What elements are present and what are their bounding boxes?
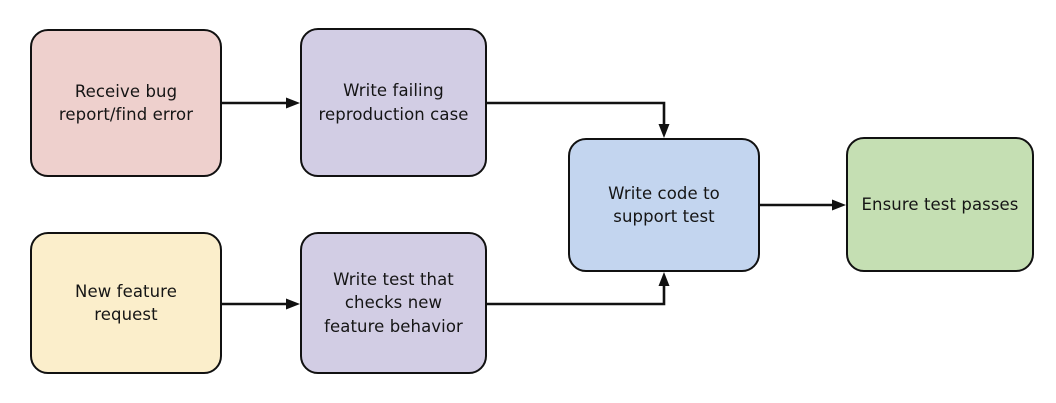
connector-write-code-to-ensure-test-passes	[760, 199, 846, 211]
node-write-code-to-support-test[interactable]: Write code to support test	[568, 138, 760, 272]
arrowhead-icon	[286, 97, 300, 109]
node-write-failing-reproduction-case[interactable]: Write failing reproduction case	[300, 28, 487, 177]
node-receive-bug-report[interactable]: Receive bug report/find error	[30, 29, 222, 177]
connector-write-test-to-write-code	[487, 272, 670, 306]
connector-reproduction-case-to-write-code	[487, 101, 670, 138]
node-write-test-checks-new-feature[interactable]: Write test that checks new feature behav…	[300, 232, 487, 374]
arrowhead-icon	[658, 272, 670, 286]
arrowhead-icon	[832, 199, 846, 211]
connector-feature-request-to-write-test	[222, 298, 300, 310]
node-new-feature-request[interactable]: New feature request	[30, 232, 222, 374]
arrowhead-icon	[286, 298, 300, 310]
arrowhead-icon	[658, 124, 670, 138]
connector-bug-report-to-reproduction-case	[222, 97, 300, 109]
node-ensure-test-passes[interactable]: Ensure test passes	[846, 137, 1034, 272]
